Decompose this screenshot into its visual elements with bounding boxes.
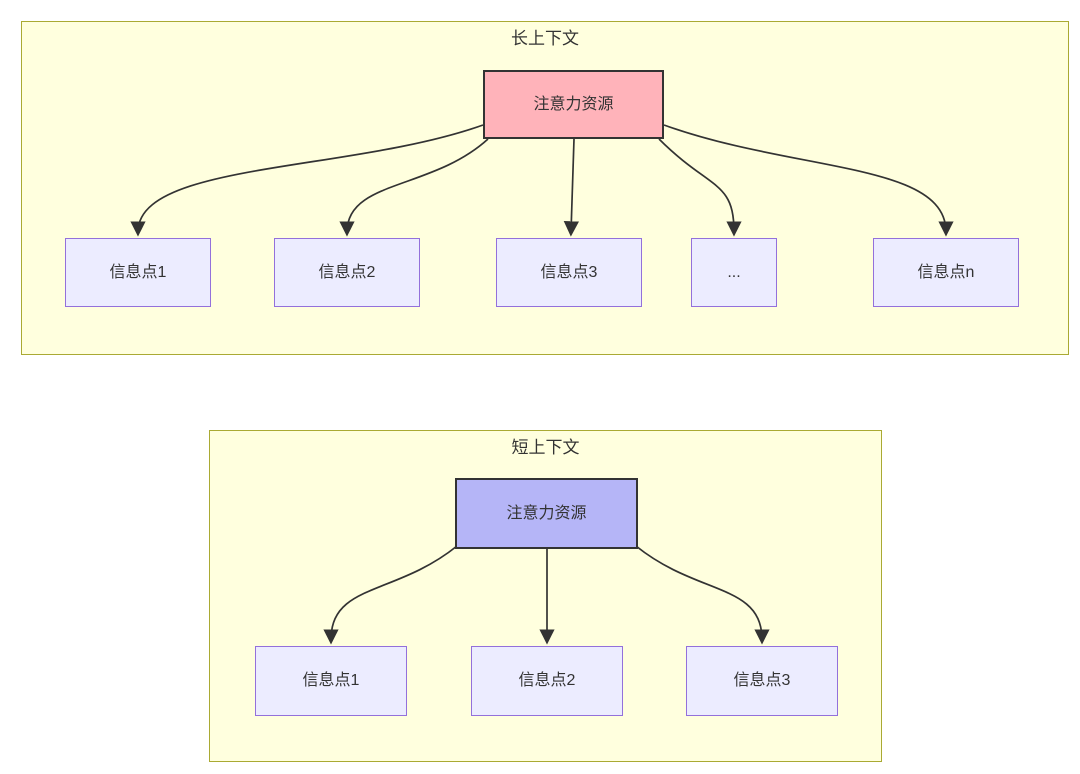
short-context-container: 短上下文 注意力资源 信息点1 信息点2 信息点3 [209,430,882,762]
info-node-long-ellipsis: ... [691,238,777,307]
short-context-arrows [323,545,770,645]
long-context-title: 长上下文 [511,29,579,48]
arrow-long-to-infon [663,124,954,237]
arrow-long-to-info3 [563,138,579,237]
arrow-long-to-info2 [339,138,489,237]
info-node-short-3: 信息点3 [686,646,838,716]
arrow-short-to-info3 [635,545,770,645]
long-context-container: 长上下文 注意力资源 信息点1 信息点2 信息点3 ... 信息点n [21,21,1069,355]
info-node-long-1: 信息点1 [65,238,211,307]
short-context-title: 短上下文 [511,438,580,457]
long-context-arrows [130,124,954,237]
attention-resource-node-short: 注意力资源 [455,478,638,549]
info-node-long-3: 信息点3 [496,238,642,307]
arrow-long-to-info1 [130,124,484,237]
arrow-short-to-info1 [323,545,458,645]
info-node-short-1: 信息点1 [255,646,407,716]
attention-resource-node-long: 注意力资源 [483,70,664,139]
arrow-long-to-ellipsis [658,138,742,237]
info-node-long-n: 信息点n [873,238,1019,307]
info-node-long-2: 信息点2 [274,238,420,307]
info-node-short-2: 信息点2 [471,646,623,716]
